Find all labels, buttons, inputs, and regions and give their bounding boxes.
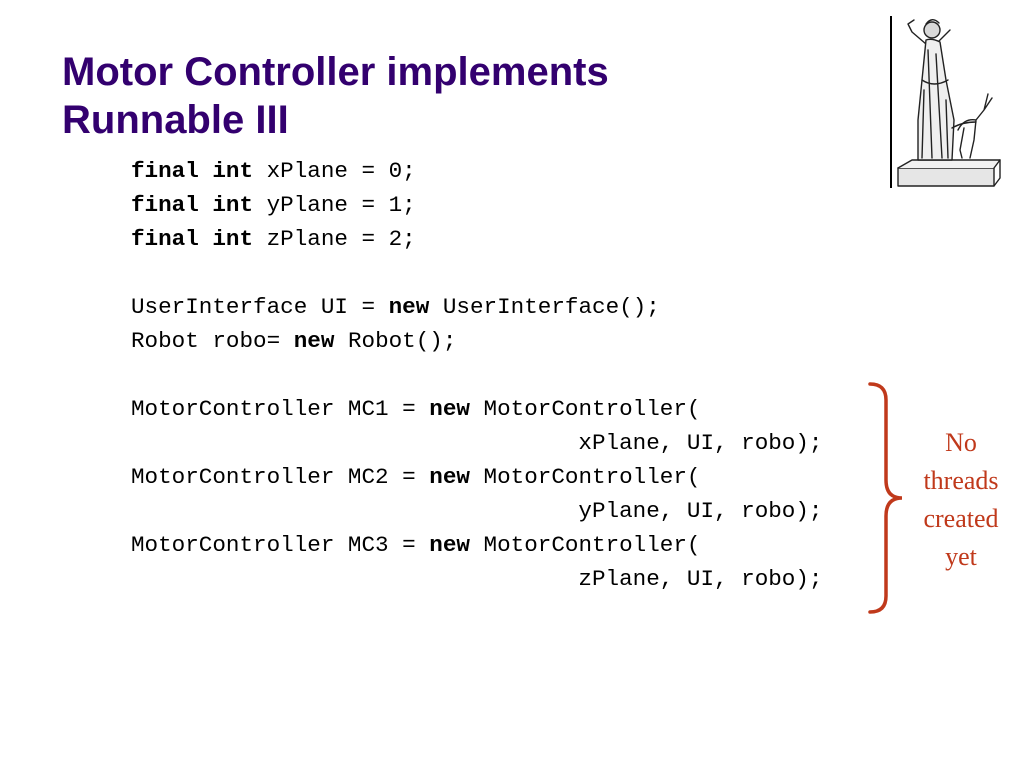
- code-line: zPlane, UI, robo);: [131, 562, 891, 596]
- code-text: zPlane, UI, robo);: [131, 566, 823, 592]
- code-line: [131, 256, 891, 290]
- annotation-line: created: [923, 504, 999, 533]
- code-text: yPlane, UI, robo);: [131, 498, 823, 524]
- logo-divider: [890, 16, 892, 188]
- code-keyword: new: [293, 328, 335, 354]
- code-line: [131, 358, 891, 392]
- code-keyword: final int: [131, 226, 254, 252]
- code-line: MotorController MC2 = new MotorControlle…: [131, 460, 891, 494]
- code-text: MotorController(: [469, 532, 701, 558]
- curly-brace-icon: [868, 382, 903, 614]
- code-keyword: new: [429, 532, 470, 558]
- code-line: final int yPlane = 1;: [131, 188, 891, 222]
- code-line: Robot robo= new Robot();: [131, 324, 891, 358]
- code-keyword: new: [388, 294, 430, 320]
- code-line: UserInterface UI = new UserInterface();: [131, 290, 891, 324]
- code-keyword: new: [429, 396, 470, 422]
- code-keyword: final int: [131, 158, 254, 184]
- code-text: UserInterface UI =: [131, 294, 389, 320]
- code-line: yPlane, UI, robo);: [131, 494, 891, 528]
- annotation-line: yet: [945, 542, 977, 571]
- code-line: final int zPlane = 2;: [131, 222, 891, 256]
- code-block: final int xPlane = 0;final int yPlane = …: [131, 154, 891, 596]
- code-text: MotorController MC2 =: [131, 464, 430, 490]
- annotation-line: No: [945, 428, 977, 457]
- slide-title-line-2: Runnable III: [62, 98, 289, 142]
- annotation-note: No threads created yet: [906, 424, 1016, 576]
- code-text: UserInterface();: [429, 294, 660, 320]
- code-line: final int xPlane = 0;: [131, 154, 891, 188]
- code-text: MotorController(: [469, 464, 701, 490]
- code-line: MotorController MC1 = new MotorControlle…: [131, 392, 891, 426]
- code-text: MotorController MC3 =: [131, 532, 430, 558]
- code-line: MotorController MC3 = new MotorControlle…: [131, 528, 891, 562]
- slide-title: Motor Controller implements Runnable III: [62, 48, 822, 144]
- annotation-line: threads: [923, 466, 999, 495]
- code-text: Robot robo=: [131, 328, 294, 354]
- code-text: MotorController MC1 =: [131, 396, 430, 422]
- code-text: zPlane = 2;: [253, 226, 416, 252]
- code-keyword: new: [429, 464, 470, 490]
- code-text: yPlane = 1;: [253, 192, 416, 218]
- code-keyword: final int: [131, 192, 254, 218]
- statue-logo-icon: [897, 19, 1001, 187]
- code-text: Robot();: [334, 328, 457, 354]
- code-text: MotorController(: [469, 396, 701, 422]
- slide-title-line-1: Motor Controller implements: [62, 50, 609, 94]
- code-text: xPlane = 0;: [253, 158, 416, 184]
- code-line: xPlane, UI, robo);: [131, 426, 891, 460]
- code-text: xPlane, UI, robo);: [131, 430, 823, 456]
